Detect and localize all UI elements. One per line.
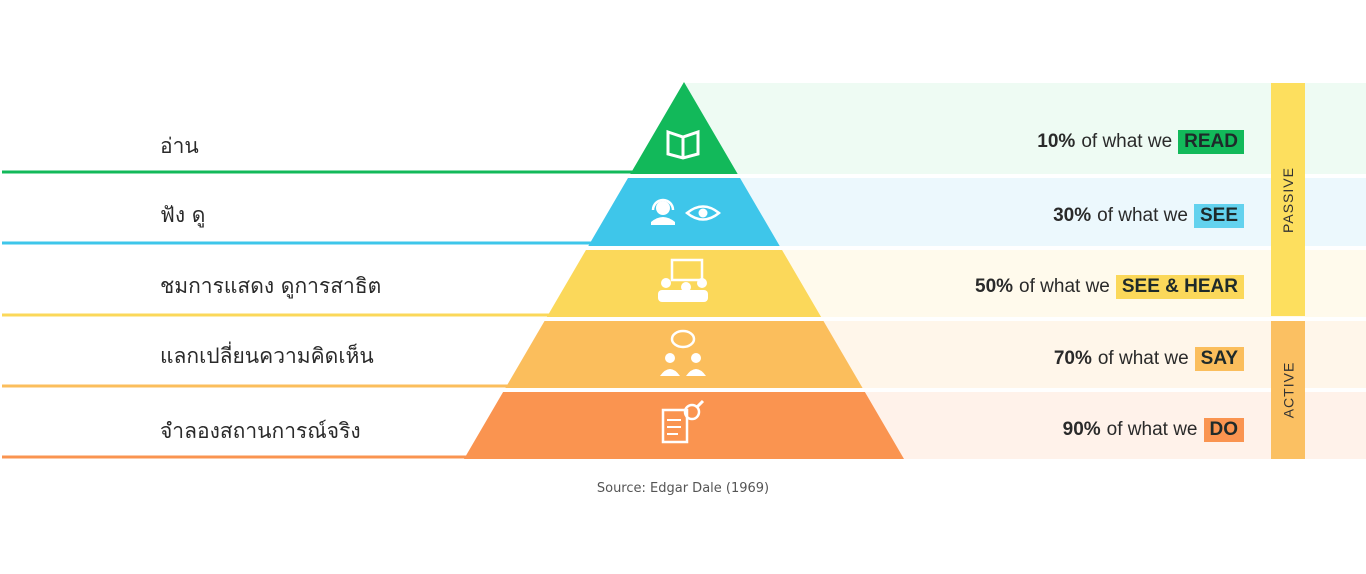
stat-read: 10% of what we READ: [1037, 130, 1244, 154]
stat-percent: 50%: [975, 276, 1014, 297]
audience-head-3: [697, 278, 707, 288]
pyramid-tier-say: [505, 321, 863, 388]
tier-label-listen-see: ฟัง ดู: [160, 203, 206, 227]
headset-icon: [656, 201, 670, 215]
discussion-icon: [670, 329, 696, 349]
sidebar-active: ACTIVE: [1271, 321, 1305, 459]
stat-text: of what we: [1106, 419, 1198, 440]
stat-text: of what we: [1097, 205, 1188, 226]
audience-bodies: [658, 290, 708, 302]
stat-percent: 70%: [1053, 348, 1092, 369]
magnifier-lens: [683, 403, 701, 421]
tier-label-discussion: แลกเปลี่ยนความคิดเห็น: [160, 344, 374, 368]
sidebar-passive-label: PASSIVE: [1280, 166, 1297, 233]
magnifier-handle: [695, 399, 705, 409]
pyramid-tier-do: [464, 392, 904, 459]
person-head-1: [665, 353, 675, 363]
stat-do: 90% of what we DO: [1063, 418, 1244, 442]
tier-label-simulation: จำลองสถานการณ์จริง: [160, 419, 361, 443]
stat-say: 70% of what we SAY: [1054, 347, 1244, 371]
eye-pupil: [698, 208, 708, 218]
stat-percent: 10%: [1037, 131, 1076, 152]
audience-head-1: [661, 278, 671, 288]
band-see: [684, 178, 1366, 246]
pyramid-tier-see: [588, 178, 780, 246]
stat-text: of what we: [1019, 276, 1110, 297]
audience-head-2: [681, 282, 691, 292]
eye-icon: [685, 205, 721, 221]
presentation-icon: [670, 258, 704, 282]
stat-tag-see: SEE: [1193, 204, 1244, 228]
document-search-icon: [661, 408, 689, 444]
stat-see-hear: 50% of what we SEE & HEAR: [975, 275, 1244, 299]
sidebar-passive: PASSIVE: [1271, 83, 1305, 316]
stat-percent: 30%: [1053, 205, 1092, 226]
stat-tag-say: SAY: [1194, 347, 1244, 371]
person-bodies: [660, 369, 706, 376]
book-icon: [666, 129, 700, 160]
pyramid-tier-read: [630, 82, 738, 174]
band-read: [684, 83, 1366, 174]
stat-tag-see-hear: SEE & HEAR: [1115, 275, 1244, 299]
tier-label-demonstration: ชมการแสดง ดูการสาธิต: [160, 274, 382, 298]
stat-text: of what we: [1097, 348, 1189, 369]
headset-band: [651, 198, 675, 211]
stat-text: of what we: [1081, 131, 1173, 152]
headset-body: [651, 217, 675, 225]
sidebar-active-label: ACTIVE: [1280, 361, 1297, 419]
stat-percent: 90%: [1062, 419, 1101, 440]
tier-label-read: อ่าน: [160, 134, 199, 158]
stat-see: 30% of what we SEE: [1053, 204, 1244, 228]
stat-tag-read: READ: [1178, 130, 1244, 154]
stat-tag-do: DO: [1203, 418, 1244, 442]
person-head-2: [691, 353, 701, 363]
source-caption: Source: Edgar Dale (1969): [596, 481, 770, 496]
